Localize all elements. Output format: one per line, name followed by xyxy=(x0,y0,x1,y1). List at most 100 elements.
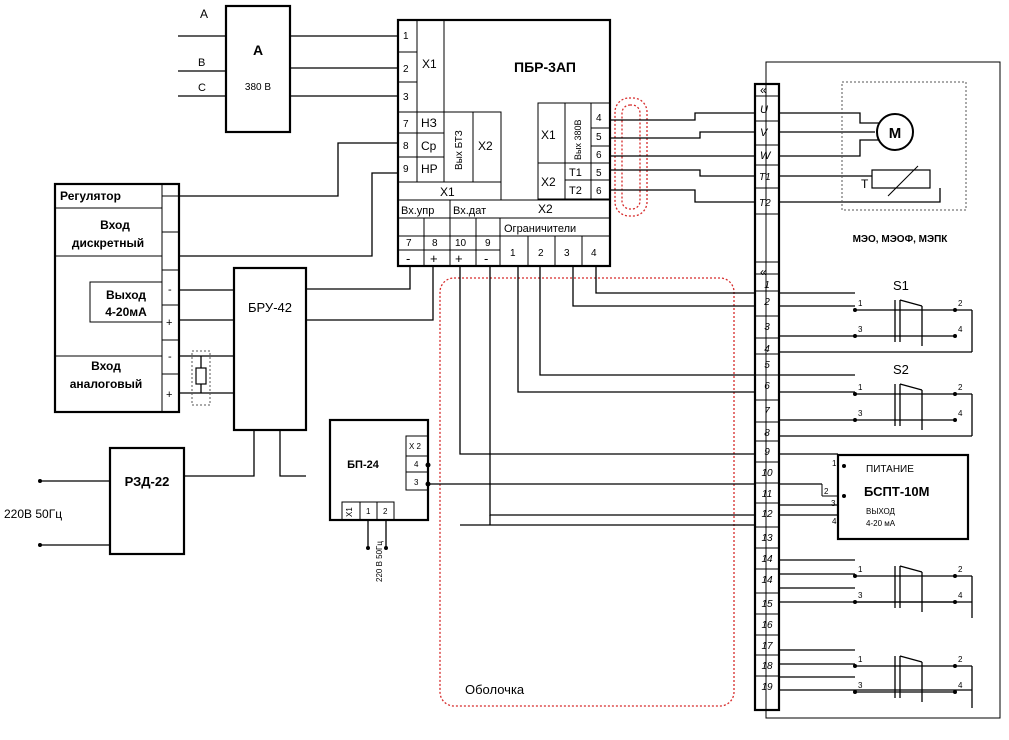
pbr-limit-pin-1: 1 xyxy=(510,248,516,259)
switch-label: S2 xyxy=(893,362,909,377)
pbr-vyh-bt3: Вых БТЗ xyxy=(454,130,465,170)
pbr-limit-pin-4: 4 xyxy=(591,248,597,259)
regulator-sign-1: - xyxy=(168,284,172,296)
pbr-x1-pin-3: 3 xyxy=(403,92,409,103)
bspt-pin-3: 3 xyxy=(831,499,836,508)
bspt-power: ПИТАНИЕ xyxy=(866,464,914,475)
pbr-x2-left-label: X2 xyxy=(478,139,493,153)
bspt-pin-2: 2 xyxy=(824,487,829,496)
pbr-sign-2: + xyxy=(430,251,438,266)
terminal-number: 14 xyxy=(761,554,773,565)
bp-title: БП-24 xyxy=(347,459,380,471)
terminal-number: 14 xyxy=(761,575,773,586)
terminal-number: 16 xyxy=(761,620,773,631)
switch-pin: 3 xyxy=(858,681,863,690)
pbr-x1-label: X1 xyxy=(422,57,437,71)
pbr-title: ПБР-3АП xyxy=(514,59,576,75)
terminal-label-u: U xyxy=(760,104,768,116)
block-a: A 380 В xyxy=(224,4,292,134)
pbr-bottom-pin-7: 7 xyxy=(406,238,412,249)
switch-pin: 4 xyxy=(958,325,963,334)
pbr-x2-bottom: X2 xyxy=(538,202,553,216)
regulator-block: Регулятор Вход дискретный Выход 4-20мА В… xyxy=(53,182,181,414)
terminal-label-t2: T2 xyxy=(759,198,771,209)
pbr-bottom-pin-8: 8 xyxy=(432,238,438,249)
switch-pin: 2 xyxy=(958,655,963,664)
phase-c-label: C xyxy=(198,82,206,94)
regulator-output-2: 4-20мА xyxy=(105,305,147,319)
bspt-output: ВЫХОД xyxy=(866,507,896,516)
switch-pin: 1 xyxy=(858,655,863,664)
terminal-number: 19 xyxy=(761,682,773,693)
phase-labels: A B C xyxy=(198,7,208,94)
bru-42-block: БРУ-42 xyxy=(232,266,308,432)
pbr-x1-pin-2: 2 xyxy=(403,64,409,75)
pbr-out-pin-6: 6 xyxy=(596,150,602,161)
pbr-x2-out-label: X2 xyxy=(541,175,556,189)
pbr-t2-label: T2 xyxy=(569,185,582,197)
block-a-title: A xyxy=(253,42,263,58)
terminal-number: 15 xyxy=(761,599,773,610)
phase-a-label: A xyxy=(200,7,208,21)
bp-x1-label: X1 xyxy=(345,507,354,517)
pbr-sign-3: + xyxy=(455,251,463,266)
switch-pin: 4 xyxy=(958,591,963,600)
pbr-limit-pin-3: 3 xyxy=(564,248,570,259)
terminal-label-v: V xyxy=(760,127,769,139)
pbr-out-pin-5: 5 xyxy=(596,132,602,143)
regulator-discrete-in-2: дискретный xyxy=(72,236,144,250)
pbr-t-pin-5: 5 xyxy=(596,168,602,179)
terminal-label-t1: T1 xyxy=(759,172,771,183)
switch-pin: 3 xyxy=(858,409,863,418)
pbr-vx-dat: Вх.дат xyxy=(453,205,486,217)
pbr-vx-upr: Вх.упр xyxy=(401,205,434,217)
terminal-number: 13 xyxy=(761,533,773,544)
regulator-sign-3: - xyxy=(168,351,172,363)
regulator-sign-4: + xyxy=(166,389,172,401)
bspt-pin-4: 4 xyxy=(832,517,837,526)
motor-label: M xyxy=(889,125,902,142)
terminal-number: 12 xyxy=(761,509,773,520)
bp-pin-4: 4 xyxy=(414,460,419,469)
terminal-mid-mark: « xyxy=(760,265,767,279)
wires xyxy=(40,35,972,691)
terminal-number: 9 xyxy=(764,447,770,458)
regulator-discrete-in-1: Вход xyxy=(100,218,130,232)
terminal-number: 17 xyxy=(761,641,773,652)
switch-pin: 4 xyxy=(958,409,963,418)
pbr-out-pin-4: 4 xyxy=(596,113,602,124)
pbr-x1-bottom: X1 xyxy=(440,185,455,199)
pbr-bottom-pin-10: 10 xyxy=(455,238,467,249)
meo-block: M T МЭО, МЭОФ, МЭПК xyxy=(765,61,1001,719)
terminal-block: « U V W T1 T2 « 123456789101112131414151… xyxy=(753,82,781,712)
terminal-number: 11 xyxy=(762,489,772,500)
pbr-t-pin-6: 6 xyxy=(596,186,602,197)
switch-pin: 1 xyxy=(858,299,863,308)
switch-pin: 3 xyxy=(858,591,863,600)
terminal-number: 6 xyxy=(764,381,770,392)
switch-pin: 3 xyxy=(858,325,863,334)
regulator-analog-in-2: аналоговый xyxy=(70,377,143,391)
pbr-relay-pin-7: 7 xyxy=(403,119,409,130)
switch-3: 1 2 3 4 xyxy=(853,565,973,618)
terminal-number: 5 xyxy=(764,360,770,371)
bp-24-block: БП-24 X 2 4 3 X1 1 2 220 В 50Гц xyxy=(328,418,431,582)
switch-pin: 2 xyxy=(958,565,963,574)
shell-label: Оболочка xyxy=(465,682,525,697)
switch-pin: 1 xyxy=(858,565,863,574)
pbr-x1-pin-1: 1 xyxy=(403,31,409,42)
terminal-top-mark: « xyxy=(760,83,767,97)
shell-shield xyxy=(439,277,735,707)
switch-pin: 1 xyxy=(858,383,863,392)
shunt-resistor xyxy=(191,350,211,406)
bspt-output-range: 4-20 мА xyxy=(866,519,896,528)
rzd-supply: 220В 50Гц xyxy=(4,507,62,521)
bp-supply: 220 В 50Гц xyxy=(375,541,384,582)
meo-caption: МЭО, МЭОФ, МЭПК xyxy=(853,234,949,245)
switch-pin: 2 xyxy=(958,383,963,392)
terminal-number: 7 xyxy=(764,406,770,417)
terminal-number: 4 xyxy=(764,344,770,355)
